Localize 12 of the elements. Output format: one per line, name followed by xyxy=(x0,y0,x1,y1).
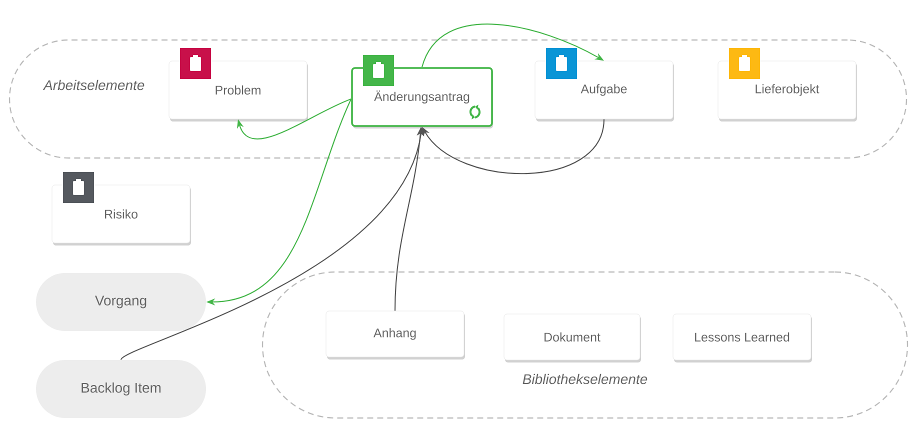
rounded-pill: Backlog Item xyxy=(36,360,206,418)
item-card: Änderungsantrag xyxy=(351,67,493,128)
item-card: Risiko xyxy=(52,184,191,246)
item-card: Problem xyxy=(168,60,308,122)
arrow xyxy=(236,98,352,140)
item-card: Anhang xyxy=(326,310,465,360)
item-card: Aufgabe xyxy=(534,60,674,122)
item-card: Lieferobjekt xyxy=(718,60,857,122)
rounded-pill: Vorgang xyxy=(36,272,206,331)
item-card: Dokument xyxy=(504,314,641,362)
arrow xyxy=(422,119,605,174)
item-card: Lessons Learned xyxy=(672,314,812,362)
